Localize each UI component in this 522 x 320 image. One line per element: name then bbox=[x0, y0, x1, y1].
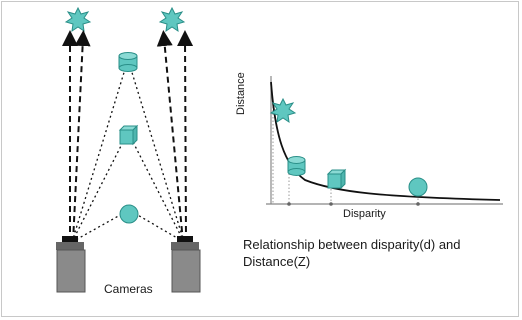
cube-object-icon bbox=[118, 124, 139, 146]
cylinder-object-icon bbox=[287, 156, 306, 176]
cylinder-object-icon bbox=[118, 52, 138, 72]
camera-icon bbox=[171, 236, 201, 293]
graph-ticks bbox=[287, 202, 420, 206]
cameras-label: Cameras bbox=[104, 282, 153, 296]
figure-caption: Relationship between disparity(d) and Di… bbox=[243, 237, 461, 269]
disparity-distance-curve bbox=[270, 81, 501, 201]
star-target-icon bbox=[269, 97, 297, 124]
camera-icon bbox=[56, 236, 86, 293]
cube-object-icon bbox=[326, 168, 347, 190]
y-axis-label: Distance bbox=[235, 72, 247, 115]
diagram-frame bbox=[1, 1, 519, 317]
star-target-icon bbox=[158, 6, 186, 33]
sphere-object-icon bbox=[408, 177, 428, 197]
sphere-object-icon bbox=[119, 204, 139, 224]
camera-rays bbox=[62, 30, 194, 243]
star-target-icon bbox=[64, 6, 92, 33]
x-axis-label: Disparity bbox=[343, 208, 386, 220]
graph-guides bbox=[272, 103, 419, 204]
graph-axes bbox=[266, 76, 503, 205]
